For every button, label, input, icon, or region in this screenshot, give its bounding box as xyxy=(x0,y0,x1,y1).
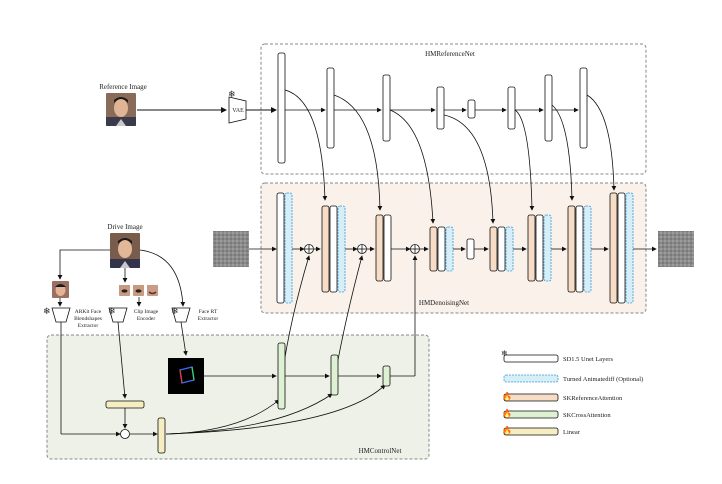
face-photo xyxy=(110,233,140,268)
den-unet-5 xyxy=(466,238,475,260)
den-unet-4 xyxy=(437,226,446,272)
den-animatediff-1 xyxy=(284,192,293,304)
control-net-panel xyxy=(46,334,430,460)
den-animatediff-6 xyxy=(505,226,514,272)
legend-label-linear: Linear xyxy=(563,429,581,436)
legend-label-crossattn: SKCrossAttention xyxy=(563,412,611,419)
reference-image-photo xyxy=(106,93,136,126)
vae-label: VAE xyxy=(232,108,244,114)
arkit-extractor xyxy=(51,307,71,323)
reference-image-label: Reference Image xyxy=(99,83,147,91)
denoising-net-title: HMDenoisingNet xyxy=(419,299,469,307)
skcross-attention-2 xyxy=(330,354,339,396)
output-noise xyxy=(658,231,694,267)
flame-icon: 🔥 xyxy=(502,425,512,435)
ref-layer-2 xyxy=(326,67,335,149)
legend: ❄ SD1.5 Unet Layers Turned Animatediff (… xyxy=(501,349,643,436)
clip-label-2: Encoder xyxy=(137,316,155,322)
ref-layer-3 xyxy=(382,74,391,142)
ref-layer-7 xyxy=(544,74,553,142)
legend-label-refattn: SKReferenceAttention xyxy=(563,395,623,402)
legend-swatch-crossattn xyxy=(503,410,559,419)
legend-label-animatediff: Turned Animatediff (Optional) xyxy=(563,376,643,383)
snowflake-icon: ❄ xyxy=(43,306,51,316)
legend-swatch-unet xyxy=(503,354,559,363)
linear-layer-2 xyxy=(157,417,166,454)
den-refattn-6 xyxy=(489,226,498,272)
concat-circle xyxy=(120,429,130,439)
face-photo xyxy=(147,285,158,296)
ref-layer-4 xyxy=(436,86,445,130)
vae-encoder xyxy=(228,96,247,124)
den-unet-6 xyxy=(497,226,506,272)
snowflake-icon: ❄ xyxy=(171,306,179,316)
den-unet-9 xyxy=(617,192,626,304)
snowflake-icon: ❄ xyxy=(501,349,508,358)
legend-label-unet: SD1.5 Unet Layers xyxy=(563,356,613,363)
ref-layer-8 xyxy=(579,67,588,149)
ref-layer-6 xyxy=(507,86,516,130)
face-rt-label-2: Extractor xyxy=(198,316,219,322)
ref-layer-5 xyxy=(467,99,476,119)
denoising-layers xyxy=(276,192,634,304)
drive-image-label: Drive Image xyxy=(107,223,142,231)
reference-unet-layers xyxy=(277,52,588,164)
den-unet-2 xyxy=(329,205,338,293)
legend-swatch-refattn xyxy=(503,393,559,402)
legend-swatch-linear xyxy=(503,427,559,436)
den-refattn-8 xyxy=(567,205,576,293)
den-animatediff-2 xyxy=(337,205,346,293)
den-refattn-9 xyxy=(609,192,618,304)
arkit-face-crop xyxy=(52,281,69,298)
snowflake-icon: ❄ xyxy=(108,306,116,316)
den-animatediff-4 xyxy=(445,226,454,272)
den-refattn-3 xyxy=(375,214,384,282)
face-photo xyxy=(52,281,69,298)
face-rt-extractor xyxy=(171,307,191,323)
den-animatediff-9 xyxy=(625,192,634,304)
den-refattn-2 xyxy=(321,205,330,293)
den-animatediff-8 xyxy=(583,205,592,293)
den-refattn-7 xyxy=(527,214,536,282)
skcross-attention-1 xyxy=(277,342,286,410)
arkit-label-1: ARKit Face xyxy=(75,309,102,315)
noise-input xyxy=(213,231,249,267)
face-photo xyxy=(133,285,144,296)
den-unet-3 xyxy=(383,214,392,282)
den-unet-1 xyxy=(276,192,285,304)
den-refattn-4 xyxy=(429,226,438,272)
clip-crop-3 xyxy=(147,284,158,296)
ref-layer-1 xyxy=(277,52,286,164)
control-net-title: HMControlNet xyxy=(359,447,402,455)
den-unet-8 xyxy=(575,205,584,293)
clip-encoder xyxy=(108,307,128,323)
face-rt-label-1: Face RT xyxy=(199,309,218,315)
legend-swatch-animatediff xyxy=(503,374,559,383)
face-photo xyxy=(106,93,136,126)
flame-icon: 🔥 xyxy=(502,408,512,418)
reference-net-title: HMReferenceNet xyxy=(425,50,475,58)
den-animatediff-7 xyxy=(543,214,552,282)
face-photo xyxy=(119,285,130,296)
clip-crop-1 xyxy=(119,284,130,296)
drive-image-photo xyxy=(110,233,140,268)
clip-label-1: Clip Image xyxy=(134,309,159,315)
arkit-label-3: Extractor xyxy=(78,323,99,329)
clip-crop-2 xyxy=(133,284,144,296)
snowflake-icon: ❄ xyxy=(228,89,236,99)
skcross-attention-3 xyxy=(382,365,391,387)
face-rt-map xyxy=(168,358,204,394)
flame-icon: 🔥 xyxy=(502,391,512,401)
rt-cube-icon xyxy=(179,366,195,384)
arkit-label-2: Blendshapes xyxy=(74,316,102,322)
linear-layer-1 xyxy=(105,400,145,409)
den-unet-7 xyxy=(535,214,544,282)
reference-net-panel xyxy=(260,43,647,175)
plus-circle-icon xyxy=(304,244,420,254)
